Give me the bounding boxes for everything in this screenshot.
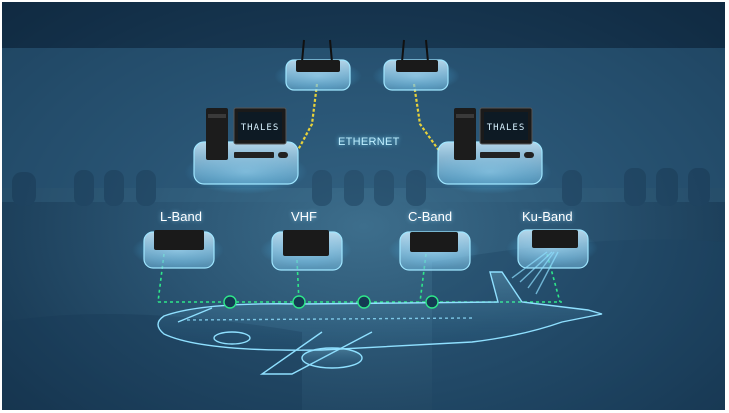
modem-l-band (132, 230, 224, 269)
ethernet-cables (297, 83, 441, 153)
modem-icon (154, 230, 204, 250)
wifi-router-icon (296, 39, 340, 72)
antenna-node-icon (357, 295, 371, 309)
label-vhf: VHF (291, 209, 317, 224)
workstation-brand: THALES (487, 123, 526, 133)
workstation-icon (454, 107, 534, 160)
wifi-router-right (372, 39, 460, 92)
antenna-node-icon (425, 295, 439, 309)
label-ku-band: Ku-Band (522, 209, 573, 224)
aircraft-icon (157, 251, 603, 375)
label-c-band: C-Band (408, 209, 453, 224)
network-diagram: THALES THALES ETHE (2, 2, 725, 410)
antenna-node-icon (292, 295, 306, 309)
modem-ku-band (506, 229, 598, 269)
diagram-canvas: THALES THALES (2, 2, 725, 410)
workstation-brand: THALES (241, 123, 280, 133)
modem-c-band (388, 231, 480, 271)
workstation-left (184, 107, 308, 194)
workstation-right (428, 107, 552, 194)
wifi-router-left (274, 39, 362, 92)
antenna-nodes (223, 295, 439, 309)
label-l-band: L-Band (160, 209, 202, 224)
modem-icon (410, 232, 458, 252)
antenna-node-icon (223, 295, 237, 309)
modem-icon (532, 230, 578, 248)
background-cabin (2, 2, 725, 410)
wifi-router-icon (396, 39, 438, 72)
workstation-icon (206, 107, 288, 160)
modem-vhf (260, 230, 352, 271)
modem-icon (283, 230, 329, 256)
ethernet-label: ETHERNET (338, 136, 400, 148)
